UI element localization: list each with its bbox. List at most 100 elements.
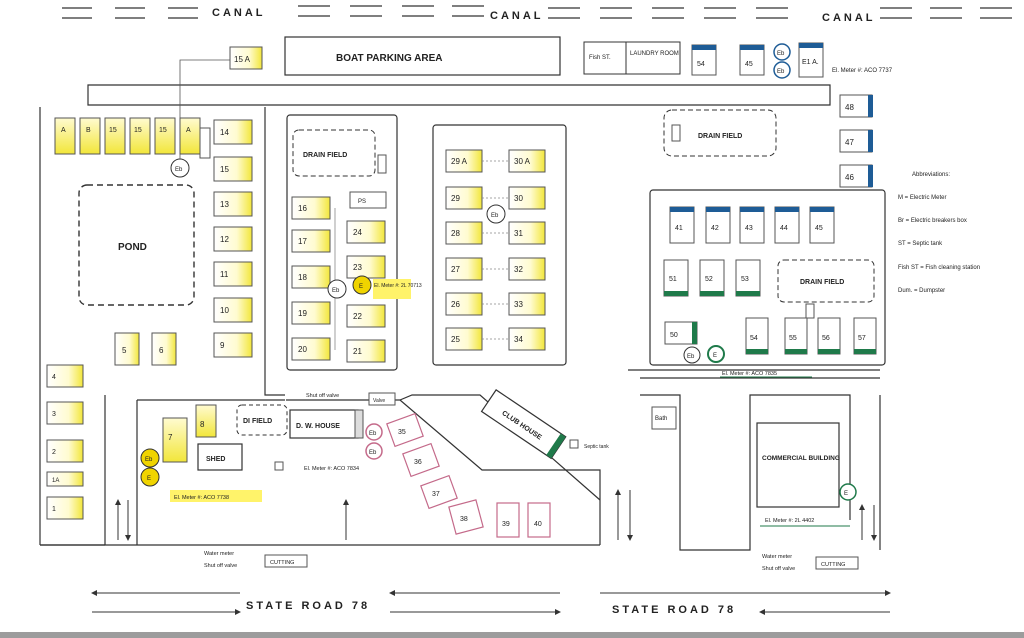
meter-marker <box>839 483 857 501</box>
water-meter-note: Water meter <box>762 554 792 560</box>
breaker-box <box>327 279 347 299</box>
road-arrows <box>91 489 891 615</box>
di-field[interactable] <box>236 404 288 436</box>
abbreviation-item: ST = Septic tank <box>898 241 943 247</box>
meter-marker <box>707 345 725 363</box>
commercial-building[interactable] <box>756 422 840 508</box>
cutting-label: CUTTING <box>821 562 845 568</box>
fish-station-laundry[interactable] <box>583 41 681 75</box>
lot-label: 26 <box>451 300 460 309</box>
abbreviations-legend: Abbreviations: M = Electric Meter Br = E… <box>898 172 980 294</box>
club-house[interactable]: CLUB HOUSE <box>480 389 567 460</box>
lot-label: 56 <box>822 335 830 342</box>
lot-label: A <box>61 127 66 134</box>
lot-label: 40 <box>534 521 542 528</box>
shed[interactable] <box>197 443 243 471</box>
lot-label: 31 <box>514 229 523 238</box>
lot-label: 45 <box>745 61 753 68</box>
mid-left-lots: 29 A 29 28 27 26 25 <box>445 149 483 351</box>
ps-box <box>349 191 387 209</box>
septic-tank-note: Septic tank <box>584 444 609 450</box>
lot-label: 4 <box>52 374 56 381</box>
breaker-tag: Eb <box>687 354 695 360</box>
lot-label: 30 <box>514 194 523 203</box>
meter-label-commercial: El. Meter #: 2L 4402 <box>765 518 814 524</box>
bath-label: Bath <box>655 416 667 422</box>
lot-label: 18 <box>298 273 307 282</box>
fish-station-label: Fish ST. <box>589 55 611 61</box>
lot-8[interactable] <box>195 404 217 438</box>
lot-label: 1A <box>52 478 59 484</box>
breaker-tag: Eb <box>491 213 499 219</box>
lot-label: 15 <box>109 127 117 134</box>
center-left-lots: 16 17 18 19 20 <box>291 196 331 361</box>
top-row-lots: 15 A 54 45 E1 A. Eb Eb <box>229 42 824 79</box>
lot-label: 23 <box>353 263 362 272</box>
meter-marker <box>352 275 372 295</box>
canal-label: CANAL <box>212 7 266 19</box>
lot-label: 15 <box>220 165 229 174</box>
right-block <box>649 189 886 366</box>
shut-off-valve-note: Shut off valve <box>204 563 237 569</box>
abbreviation-item: Dum. = Dumpster <box>898 288 945 294</box>
bath-house[interactable] <box>651 406 677 430</box>
breaker-box <box>683 346 701 364</box>
drain-field[interactable] <box>292 129 376 177</box>
dw-house[interactable] <box>289 409 359 439</box>
drain-field[interactable] <box>663 109 777 157</box>
shed-label: SHED <box>206 456 225 463</box>
di-field-label: DI FIELD <box>243 418 272 425</box>
lot-label: 8 <box>200 420 205 429</box>
valve-box <box>368 392 396 406</box>
lot-label: 51 <box>669 276 677 283</box>
pond[interactable] <box>78 184 195 306</box>
cutting-box <box>264 554 308 568</box>
meter-marker <box>365 423 383 441</box>
lot-label: 15 <box>134 127 142 134</box>
lot-label: 57 <box>858 335 866 342</box>
state-road-label: STATE ROAD 78 <box>612 604 736 616</box>
lot-label: E1 A. <box>802 59 819 66</box>
lot-label: 1 <box>52 506 56 513</box>
pond-label: POND <box>118 242 147 253</box>
breaker-tag: Eb <box>369 431 377 437</box>
left-column-lots: 14 15 13 12 11 10 9 <box>213 119 253 358</box>
boat-parking-area[interactable] <box>284 36 561 76</box>
lot-label: 42 <box>711 225 719 232</box>
meter-label-right: El. Meter #: ACO 7835 <box>722 371 777 377</box>
abbreviation-item: Fish ST = Fish cleaning station <box>898 265 980 271</box>
lot-label: 29 <box>451 194 460 203</box>
lot-label: 54 <box>697 61 705 68</box>
dw-house-label: D. W. HOUSE <box>296 423 340 430</box>
lot-label: 28 <box>451 229 460 238</box>
breaker-tag: Eb <box>369 450 377 456</box>
meter-label-top-right: El. Meter #: ACO 7737 <box>832 68 893 74</box>
canal <box>62 5 1012 19</box>
lot-label: 15 <box>159 127 167 134</box>
lot-label: 52 <box>705 276 713 283</box>
shut-off-valve-note: Shut off valve <box>762 566 795 572</box>
lot-label: 44 <box>780 225 788 232</box>
drain-field-label: DRAIN FIELD <box>800 279 844 286</box>
lot-label: 7 <box>168 433 173 442</box>
valve-label: Valve <box>373 398 385 404</box>
lot-label: 15 A <box>234 55 251 64</box>
lot-7[interactable] <box>162 417 188 463</box>
lot-label: 9 <box>220 341 225 350</box>
lot-label: 47 <box>845 138 854 147</box>
lot-label: 30 A <box>514 157 531 166</box>
meter-label-dw: El. Meter #: ACO 7834 <box>304 466 359 472</box>
lot-label: 43 <box>745 225 753 232</box>
lot-label: 45 <box>815 225 823 232</box>
state-road-label: STATE ROAD 78 <box>246 600 370 612</box>
lot-label: 21 <box>353 347 362 356</box>
drain-field[interactable] <box>777 259 875 303</box>
lot-label: 32 <box>514 265 523 274</box>
cutting-label: CUTTING <box>270 560 294 566</box>
lot-label: 55 <box>789 335 797 342</box>
laundry-label: LAUNDRY ROOM <box>630 51 679 57</box>
meter-marker <box>140 448 160 468</box>
lot-label: 50 <box>670 332 678 339</box>
breaker-tag: Eb <box>777 69 785 75</box>
meter-label-center: El. Meter #: 2L 70713 <box>374 283 422 289</box>
